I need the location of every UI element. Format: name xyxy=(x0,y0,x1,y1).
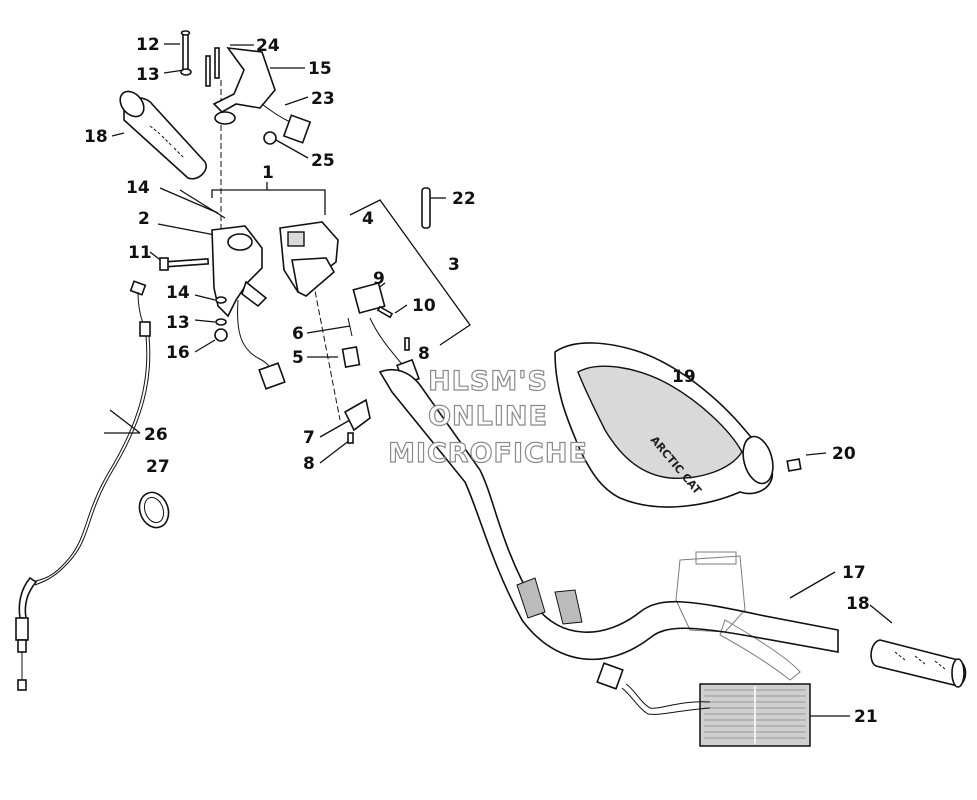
callout-11: 11 xyxy=(128,243,152,263)
part-nut-16 xyxy=(214,328,228,342)
callout-16: 16 xyxy=(166,343,190,363)
part-clamp-27 xyxy=(138,491,170,529)
part-washer-14-lower xyxy=(215,296,227,304)
part-screw-8-upper xyxy=(404,337,410,351)
callout-13b: 13 xyxy=(166,313,190,333)
callout-18b: 18 xyxy=(846,594,870,614)
callout-4: 4 xyxy=(362,209,374,229)
callout-22: 22 xyxy=(452,189,476,209)
part-throttle-cable-26 xyxy=(15,280,151,691)
callout-6: 6 xyxy=(292,324,304,344)
callout-10: 10 xyxy=(412,296,436,316)
part-handlebar-hood-19: ARCTIC CAT xyxy=(554,342,774,508)
part-cap-5 xyxy=(341,345,361,369)
part-grip-18-left xyxy=(119,90,207,180)
callout-21: 21 xyxy=(854,707,878,727)
part-key-22 xyxy=(421,187,431,229)
part-heater-element-21 xyxy=(596,662,811,747)
callout-2: 2 xyxy=(138,209,150,229)
callout-15: 15 xyxy=(308,59,332,79)
watermark-line-2: ONLINE xyxy=(428,401,548,432)
callout-7: 7 xyxy=(303,428,315,448)
callout-26: 26 xyxy=(144,425,168,445)
part-pins-24 xyxy=(205,47,220,87)
part-washer-13-lower xyxy=(215,318,227,326)
callout-24: 24 xyxy=(256,36,280,56)
part-nut-25 xyxy=(263,131,277,145)
part-spring-6 xyxy=(347,317,353,337)
callout-25: 25 xyxy=(311,151,335,171)
part-handlebar-17 xyxy=(378,368,839,661)
callout-12: 12 xyxy=(136,35,160,55)
callout-1: 1 xyxy=(262,163,274,183)
part-screw-8-lower xyxy=(347,432,354,444)
part-brake-assembly xyxy=(675,551,801,681)
part-switch-9 xyxy=(352,282,386,314)
callout-8: 8 xyxy=(418,344,430,364)
watermark-line-1: HLSM'S xyxy=(428,366,548,397)
callout-18: 18 xyxy=(84,127,108,147)
part-bolt-12 xyxy=(180,30,191,71)
callout-8b: 8 xyxy=(303,454,315,474)
callout-27: 27 xyxy=(146,457,170,477)
part-washer-13-top xyxy=(180,68,192,76)
callout-23: 23 xyxy=(311,89,335,109)
callout-14: 14 xyxy=(126,178,150,198)
part-switch-housing-4 xyxy=(279,221,339,297)
watermark: HLSM'S ONLINE MICROFICHE xyxy=(387,365,588,469)
part-screw-11 xyxy=(159,257,210,271)
part-throttle-housing-2 xyxy=(211,225,268,318)
part-throttle-lever-15 xyxy=(212,46,276,125)
part-grip-18-right xyxy=(870,639,967,688)
part-wire-connector-23 xyxy=(261,103,312,144)
part-screw-20 xyxy=(786,458,802,472)
callout-5: 5 xyxy=(292,348,304,368)
callout-labels: 12 13 24 15 23 18 25 1 14 22 2 4 11 3 9 … xyxy=(84,35,878,727)
callout-20: 20 xyxy=(832,444,856,464)
callout-14b: 14 xyxy=(166,283,190,303)
part-plate-7 xyxy=(343,398,371,432)
callout-3: 3 xyxy=(448,255,460,275)
callout-13: 13 xyxy=(136,65,160,85)
callout-9: 9 xyxy=(373,269,385,289)
part-screw-10 xyxy=(376,305,394,319)
watermark-line-3: MICROFICHE xyxy=(388,438,588,469)
callout-19: 19 xyxy=(672,367,696,387)
callout-17: 17 xyxy=(842,563,866,583)
part-switch-wire xyxy=(237,299,286,390)
